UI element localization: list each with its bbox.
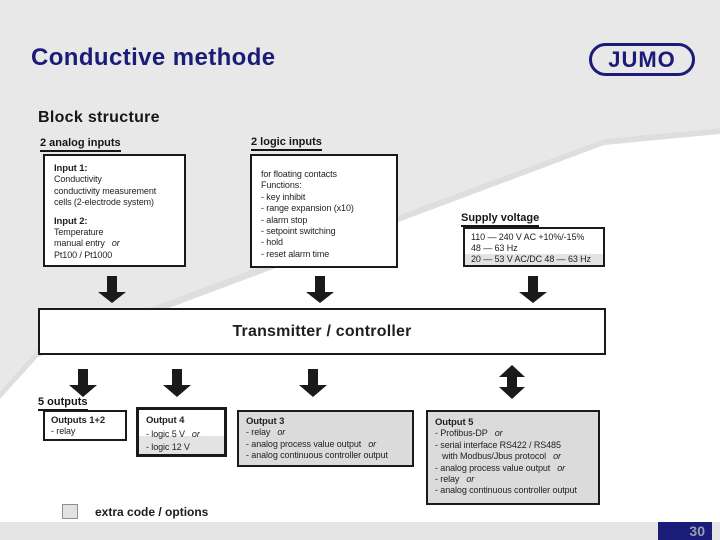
slide-title: Conductive methode [31,44,276,71]
box-text-line: Input 2: [54,215,88,227]
box-text-line: - logic 12 V [146,442,190,452]
box-text-line: cells (2-electrode system) [54,197,154,208]
box-text-line: Conductivity [54,174,102,185]
diagram-heading: Block structure [38,109,160,126]
analog-inputs-label: 2 analog inputs [40,137,121,152]
box-text-line: for floating contacts [261,169,337,179]
box-text-line: Output 4 [146,415,185,426]
box-text-line: - key inhibit [261,191,306,202]
jumo-logo: JUMO [589,43,695,76]
box-text-line: - range expansion (x10) [261,203,354,214]
box-text-line: Pt100 / Pt1000 [54,249,113,260]
box-text-line: - alarm stop [261,214,308,225]
box-text-line: - analog continuous controller output [246,450,388,461]
extra-code-label: extra code / options [95,505,209,519]
box-text-line: Temperature [54,227,104,238]
outputs-label: 5 outputs [38,396,88,411]
box-text-line: - analog continuous controller output [435,485,577,496]
box-text-line: Functions: [261,180,302,191]
box-text-line: 110 — 240 V AC +10%/-15% [471,232,585,242]
transmitter-controller-label: Transmitter / controller [232,322,412,340]
box-text-line: - serial interface RS422 / RS485 [435,439,561,450]
box-text-line: - setpoint switching [261,226,336,237]
box-text-line: - relay [51,426,76,437]
page-number-badge: 30 [658,522,712,540]
box-text-line: Input 1: [54,163,88,174]
box-text-line: - reset alarm time [261,248,330,259]
box-text-line: conductivity measurement [54,185,157,196]
supply-voltage-label: Supply voltage [461,212,540,227]
box-text-line: - hold [261,237,283,248]
box-text-line: Output 5 [435,417,474,428]
logic-inputs-label: 2 logic inputs [251,136,322,151]
jumo-logo-text: JUMO [608,46,676,72]
box-text-line: 48 — 63 Hz [471,243,518,253]
outputs-1-2-box: Outputs 1+2- relay [43,410,127,441]
box-text-line: Output 3 [246,416,285,427]
transmitter-controller-box: Transmitter / controller [38,308,606,355]
page-number: 30 [689,523,705,539]
box-text-line: Outputs 1+2 [51,415,106,426]
footer-strip [0,522,720,540]
box-text-line: 20 — 53 V AC/DC 48 — 63 Hz [465,254,603,265]
extra-code-swatch [62,504,78,519]
